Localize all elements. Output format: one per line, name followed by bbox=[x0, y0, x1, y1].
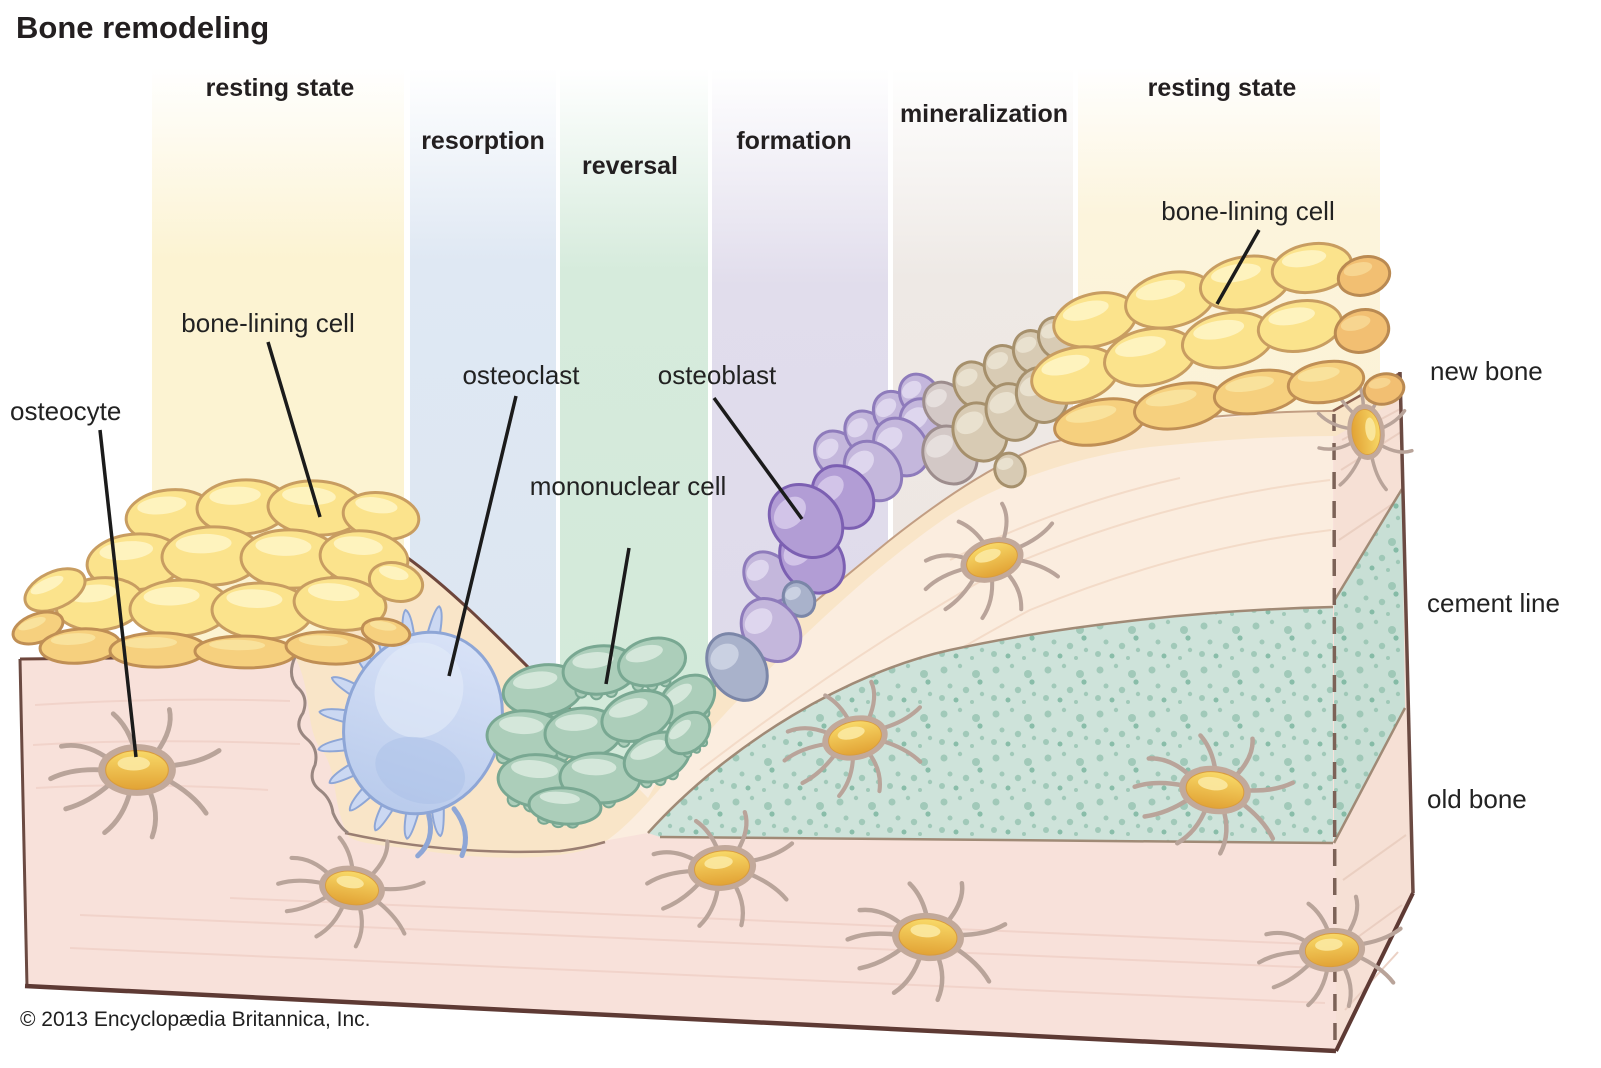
new-bone-region bbox=[558, 411, 1333, 849]
pit-floor-line bbox=[344, 831, 606, 854]
label-old-bone: old bone bbox=[1427, 784, 1527, 814]
label-new-bone: new bone bbox=[1430, 356, 1543, 386]
phase-label-resting-right: resting state bbox=[1147, 74, 1297, 102]
phase-label-formation: formation bbox=[736, 127, 852, 155]
osteoclast-cell bbox=[316, 604, 504, 859]
bone-lining-cell bbox=[194, 635, 296, 669]
bone-lining-left-pointer-line bbox=[266, 341, 322, 518]
label-osteoblast: osteoblast bbox=[657, 360, 777, 390]
osteocyte-pointer-line bbox=[98, 429, 138, 758]
label-osteocyte: osteocyte bbox=[10, 396, 122, 426]
bone-lining-cells-left bbox=[8, 477, 427, 669]
pointer-lines bbox=[98, 229, 1261, 758]
copyright-notice: © 2013 Encyclopædia Britannica, Inc. bbox=[20, 1008, 371, 1031]
phase-label-mineralization: mineralization bbox=[899, 100, 1069, 128]
label-cement-line: cement line bbox=[1427, 588, 1560, 618]
pit-left-wall bbox=[290, 656, 349, 835]
bone-lining-right-pointer-line bbox=[1215, 229, 1261, 305]
label-bone-lining-cell-left: bone-lining cell bbox=[181, 308, 355, 338]
label-bone-lining-cell-right: bone-lining cell bbox=[1161, 196, 1335, 226]
mononuclear-pointer-line bbox=[604, 547, 631, 685]
phase-label-resting-left: resting state bbox=[205, 74, 355, 102]
osteoclast-pointer-line bbox=[447, 395, 518, 677]
label-osteoclast: osteoclast bbox=[462, 360, 580, 390]
phase-label-resorption: resorption bbox=[421, 127, 545, 155]
osteoblast-pointer-line bbox=[712, 396, 804, 521]
old-bone-teal-side bbox=[1332, 488, 1407, 844]
page-title: Bone remodeling bbox=[16, 10, 270, 45]
phase-label-reversal: reversal bbox=[582, 152, 678, 180]
label-mononuclear-cell: mononuclear cell bbox=[529, 471, 727, 501]
